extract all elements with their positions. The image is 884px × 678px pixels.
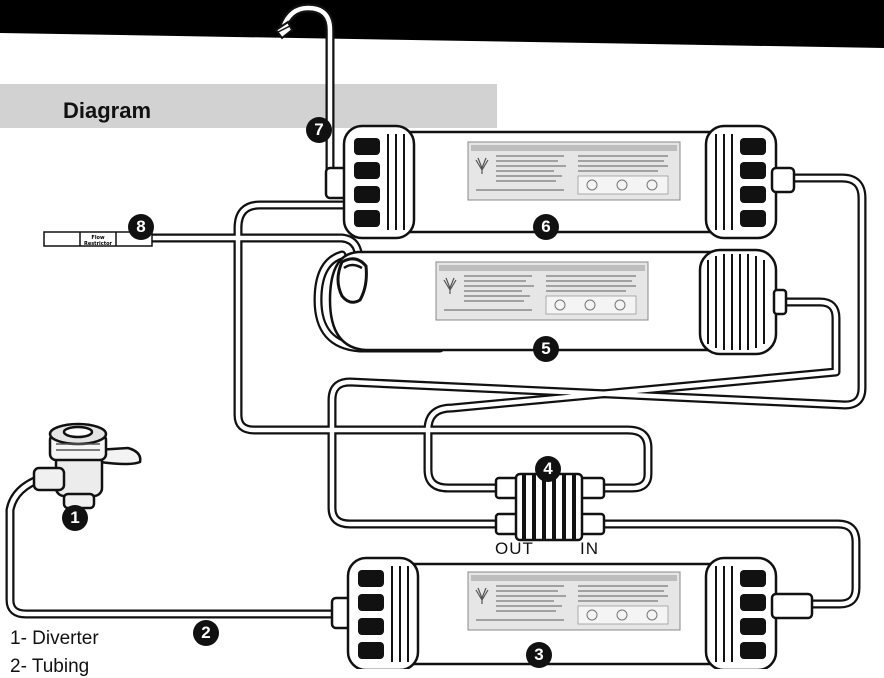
tubing-highlight [7,5,865,617]
callout-badge-2: 2 [193,620,219,646]
filter-cartridge-6 [324,124,796,240]
diverter-valve-icon [32,422,142,510]
flow-restrictor-label-line1: Flow [91,235,105,241]
callout-badge-7: 7 [306,117,332,143]
legend-item-diverter: 1- Diverter [10,628,99,649]
section-header-band [0,84,497,128]
callout-badge-3: 3 [526,642,552,668]
legend-item-tubing: 2- Tubing [10,656,90,677]
connector-block [494,472,606,542]
flow-restrictor-label-line2: Restrictor [84,241,113,247]
callout-badge-6: 6 [533,214,559,240]
connector-in-label: IN [580,539,599,558]
filter-cartridge-5 [328,248,788,356]
page-title: Diagram [63,98,152,123]
callout-badge-1: 1 [62,505,88,531]
callout-badge-8: 8 [128,214,154,240]
callout-badge-5: 5 [533,336,559,362]
top-banner-bar [0,0,884,48]
faucet-nozzle-icon [274,20,294,40]
connector-out-label: OUT [495,539,534,558]
filter-cartridge-3 [330,556,814,669]
callout-badge-4: 4 [535,456,561,482]
flow-restrictor: Flow Restrictor [43,231,153,247]
